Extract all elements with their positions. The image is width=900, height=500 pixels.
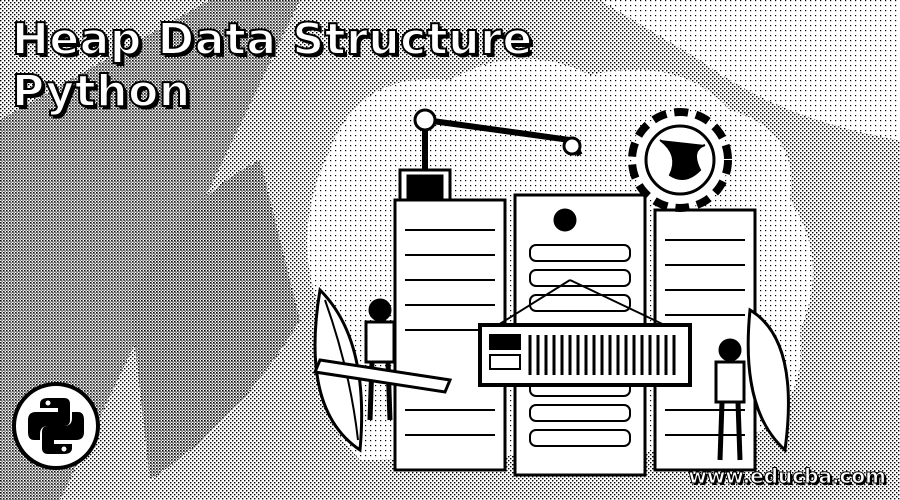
pencil (312, 358, 453, 394)
page-title: Heap Data Structure Python (11, 13, 533, 118)
python-logo-icon (12, 382, 100, 470)
title-line-1: Heap Data Structure (11, 13, 533, 66)
person-left (364, 298, 396, 421)
person-right (714, 338, 746, 461)
robot-arm (422, 116, 583, 170)
leaf-right (746, 307, 790, 453)
tree-connectors (489, 279, 676, 331)
server-illustration (312, 108, 790, 477)
website-url: www.educba.com (688, 464, 887, 489)
gear-globe-icon (628, 108, 732, 212)
title-line-2: Python (11, 65, 191, 118)
